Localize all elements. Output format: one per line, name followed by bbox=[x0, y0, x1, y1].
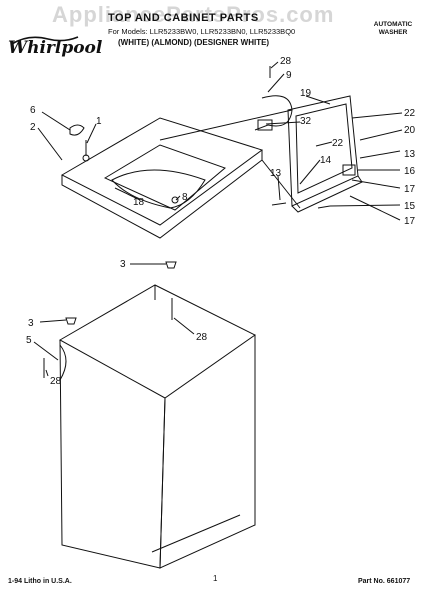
callout-32: 32 bbox=[300, 116, 312, 127]
console-base bbox=[291, 175, 363, 213]
callout-9: 9 bbox=[286, 70, 292, 81]
cabinet-top-frame bbox=[58, 284, 256, 399]
footer-litho: 1-94 Litho in U.S.A. bbox=[8, 578, 72, 585]
footer-part-number: Part No. 661077 bbox=[358, 578, 411, 585]
callout-3b: 3 bbox=[28, 318, 34, 329]
callout-16: 16 bbox=[404, 166, 416, 177]
model-list: For Models: LLR5233BW0, LLR5233BN0, LLR5… bbox=[108, 27, 296, 36]
callout-17: 17 bbox=[404, 184, 416, 195]
brand-swoosh-icon bbox=[11, 36, 79, 45]
footer-page-number: 1 bbox=[213, 574, 218, 583]
callout-8: 8 bbox=[182, 192, 188, 203]
tub-ring bbox=[111, 169, 206, 209]
watermark: AppliancePartsPros.com bbox=[52, 2, 335, 27]
callout-2: 2 bbox=[30, 122, 36, 133]
callout-22: 22 bbox=[404, 108, 416, 119]
cabinet-front bbox=[59, 339, 166, 569]
callout-13: 13 bbox=[404, 149, 416, 160]
product-type-line1: AUTOMATIC bbox=[373, 21, 413, 28]
callout-20: 20 bbox=[404, 125, 416, 136]
callout-1: 1 bbox=[96, 116, 102, 127]
page-title: TOP AND CABINET PARTS bbox=[108, 12, 259, 24]
callout-17b: 17 bbox=[404, 216, 416, 227]
part-5-bracket bbox=[59, 344, 67, 381]
console-panel bbox=[287, 95, 359, 207]
part-1-screw-head bbox=[82, 154, 90, 162]
brand-logo: Whirlpool bbox=[8, 38, 103, 58]
wire-harness bbox=[254, 95, 293, 131]
console-inner bbox=[295, 103, 353, 194]
cabinet-side bbox=[159, 335, 256, 569]
part-3-clip-b bbox=[65, 317, 77, 325]
callout-13b: 13 bbox=[270, 168, 282, 179]
callout-14: 14 bbox=[320, 155, 332, 166]
part-3-clip-a bbox=[165, 261, 177, 269]
callout-15: 15 bbox=[404, 201, 416, 212]
part-16-switch bbox=[342, 164, 356, 176]
callout-6: 6 bbox=[30, 105, 36, 116]
part-15-screw bbox=[317, 205, 331, 209]
callout-22b: 22 bbox=[332, 138, 344, 149]
cabinet-base-line bbox=[151, 514, 241, 553]
part-8-fastener bbox=[171, 196, 179, 204]
callout-5: 5 bbox=[26, 335, 32, 346]
callout-18: 18 bbox=[133, 197, 145, 208]
color-list: (WHITE) (ALMOND) (DESIGNER WHITE) bbox=[118, 38, 270, 47]
callout-19: 19 bbox=[300, 88, 312, 99]
part-6-clip bbox=[69, 124, 85, 136]
callout-28c: 28 bbox=[50, 376, 62, 387]
lid-opening bbox=[103, 144, 226, 211]
top-panel-edge bbox=[61, 150, 263, 239]
product-type-line2: WASHER bbox=[378, 29, 408, 36]
callout-28b: 28 bbox=[196, 332, 208, 343]
part-9-connector bbox=[257, 119, 273, 131]
product-type: AUTOMATIC WASHER bbox=[366, 21, 420, 37]
callout-3: 3 bbox=[120, 259, 126, 270]
callout-28: 28 bbox=[280, 56, 292, 67]
top-panel bbox=[60, 117, 264, 226]
part-13-screw bbox=[271, 202, 287, 206]
